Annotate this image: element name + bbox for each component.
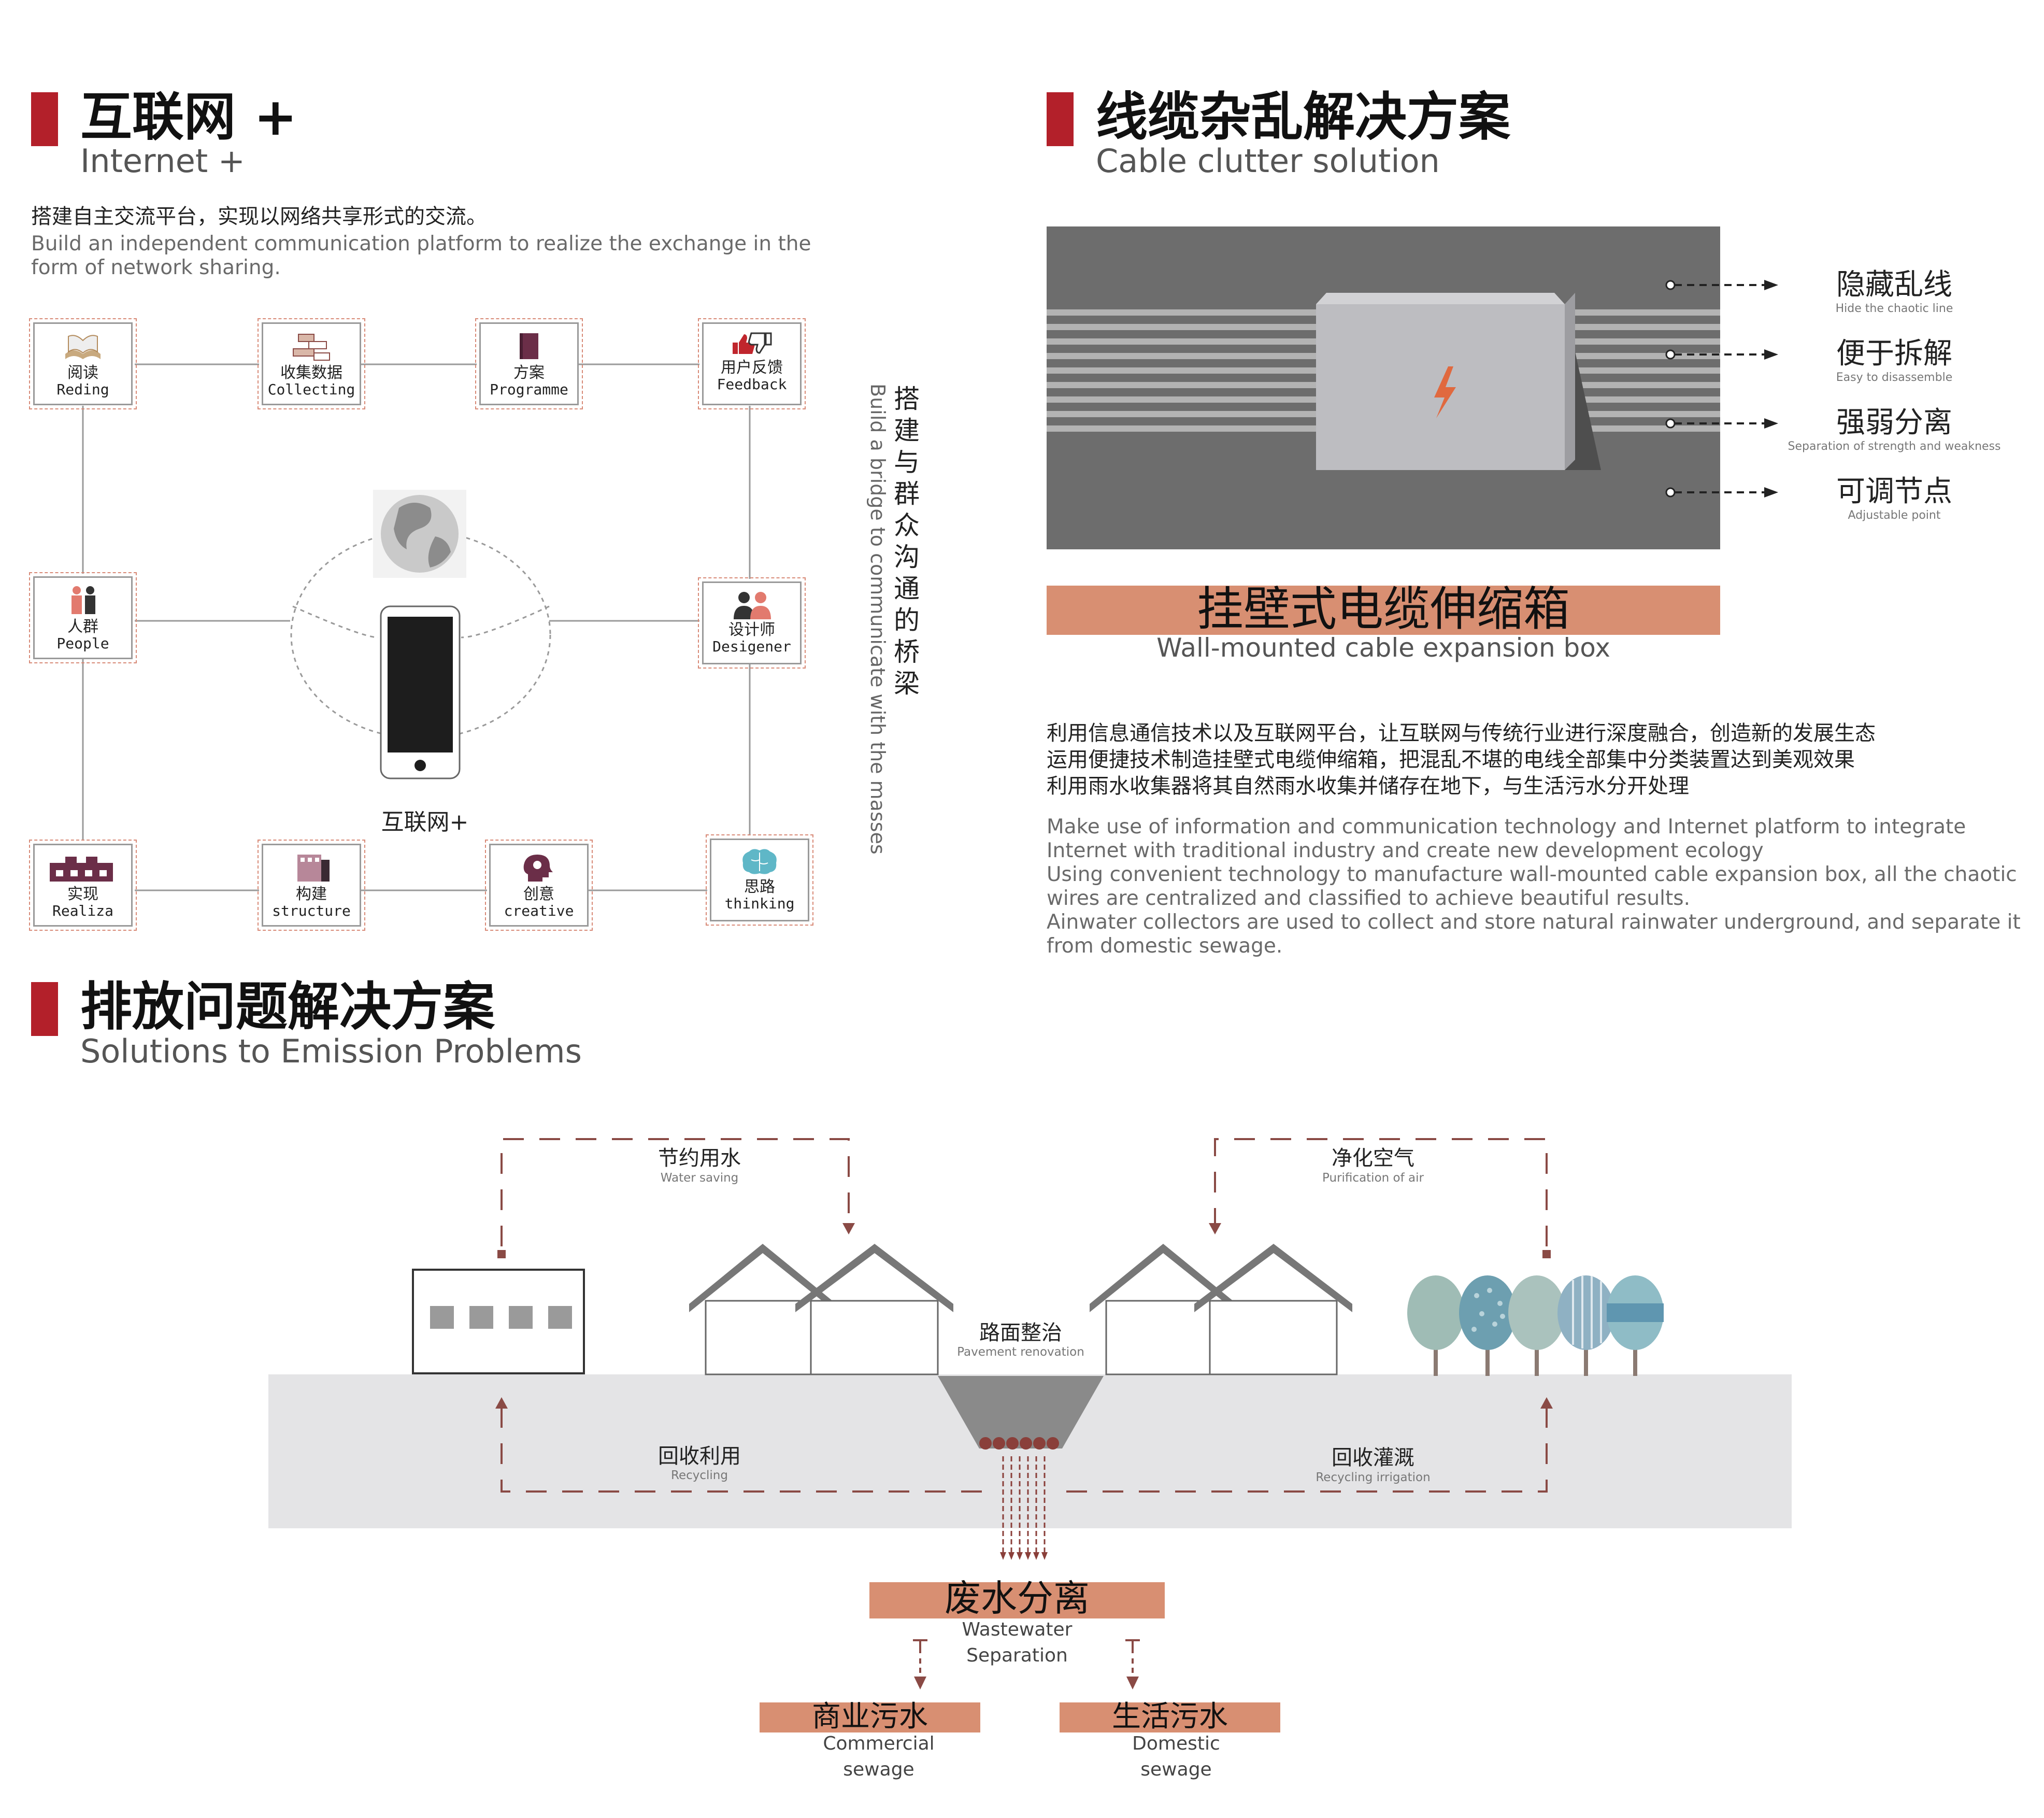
designer-icon — [734, 592, 771, 619]
node-reading: 阅读 Reding — [29, 318, 137, 409]
commercial-zh: 商业污水 — [812, 1700, 928, 1734]
feature-disassemble: 便于拆解 — [1836, 337, 1952, 371]
globe-icon — [373, 490, 466, 578]
factory-icon — [50, 857, 113, 882]
trees — [1407, 1275, 1664, 1376]
houses-right — [1090, 1244, 1352, 1375]
commercial-en-1: Commercial — [823, 1733, 935, 1754]
irrigation-label: 回收灌溉 — [1332, 1446, 1414, 1470]
brain-icon — [742, 849, 777, 874]
feature-adjustable-en: Adjustable point — [1848, 509, 1941, 522]
box-title-zh: 挂壁式电缆伸缩箱 — [1197, 582, 1570, 636]
feature-disassemble-en: Easy to disassemble — [1836, 371, 1953, 384]
purify-air-label: 净化空气 — [1332, 1146, 1414, 1170]
internet-desc-zh: 搭建自主交流平台，实现以网络共享形式的交流。 — [31, 205, 487, 229]
smartphone-icon — [380, 605, 461, 779]
feature-separation: 强弱分离 — [1836, 406, 1952, 439]
head-gear-icon — [523, 855, 553, 882]
feature-hide-lines: 隐藏乱线 — [1836, 268, 1952, 302]
cable-para-en-2: Using convenient technology to manufactu… — [1047, 863, 2017, 911]
node-structure: 构建 structure — [258, 840, 365, 931]
feature-hide-lines-en: Hide the chaotic line — [1835, 302, 1953, 315]
internet-desc-en: Build an independent communication platf… — [31, 232, 811, 280]
pavement-label: 路面整治 — [979, 1321, 1062, 1345]
feature-leaders — [1665, 280, 1778, 498]
building-icon — [297, 855, 330, 882]
separation-banner — [869, 1582, 1165, 1618]
domestic-en-2: sewage — [1140, 1759, 1212, 1780]
open-book-icon — [65, 335, 101, 359]
section-marker — [31, 982, 58, 1036]
section-marker — [31, 92, 58, 146]
domestic-zh: 生活污水 — [1112, 1700, 1228, 1734]
node-collecting: 收集数据 Collecting — [258, 318, 365, 409]
node-creative: 创意 creative — [485, 840, 593, 931]
separation-en-2: Separation — [966, 1645, 1068, 1666]
box-title-banner — [1047, 586, 1720, 635]
emission-subtitle: Solutions to Emission Problems — [80, 1032, 582, 1070]
recycling-label-en: Recycling — [671, 1469, 728, 1482]
internet-subtitle: Internet + — [80, 142, 245, 180]
node-programme: 方案 Programme — [475, 318, 583, 409]
thumbs-up-down-icon — [733, 332, 772, 354]
feature-adjustable: 可调节点 — [1836, 475, 1952, 508]
node-feedback: 用户反馈 Feedback — [698, 318, 806, 409]
cable-box-illustration — [1047, 226, 1720, 549]
water-saving-label: 节约用水 — [658, 1146, 741, 1170]
node-designer: 设计师 Desigener — [698, 577, 806, 669]
cable-para-en-3: Ainwater collectors are used to collect … — [1047, 911, 2021, 958]
cable-para-zh-2: 运用便捷技术制造挂壁式电缆伸缩箱，把混乱不堪的电线全部集中分类装置达到美观效果 — [1047, 748, 1855, 772]
pavement-label-en: Pavement renovation — [957, 1345, 1084, 1359]
feature-separation-en: Separation of strength and weakness — [1788, 440, 2001, 453]
internet-title: 互联网 + — [80, 87, 297, 147]
commercial-banner — [760, 1702, 980, 1732]
cable-para-zh-1: 利用信息通信技术以及互联网平台，让互联网与传统行业进行深度融合，创造新的发展生态 — [1047, 721, 1876, 745]
bridge-zh: 搭建与群众沟通的桥梁 — [894, 384, 920, 699]
cable-para-en-1: Make use of information and communicatio… — [1047, 815, 1966, 863]
separation-en-1: Wastewater — [962, 1619, 1073, 1640]
domestic-en-1: Domestic — [1132, 1733, 1220, 1754]
emission-title: 排放问题解决方案 — [80, 976, 495, 1037]
network-diagram — [82, 363, 751, 891]
houses-left — [689, 1244, 953, 1375]
data-blocks-icon — [293, 334, 330, 361]
separation-zh: 废水分离 — [945, 1577, 1090, 1620]
bridge-en: Build a bridge to communicate with the m… — [866, 384, 889, 855]
emission-diagram — [268, 1138, 1792, 1689]
box-title-en: Wall-mounted cable expansion box — [1156, 633, 1610, 663]
lightning-icon — [1434, 366, 1456, 418]
node-realiza: 实现 Realiza — [29, 840, 137, 931]
center-label: 互联网+ — [381, 809, 469, 835]
folder-book-icon — [520, 333, 538, 359]
node-people: 人群 People — [29, 572, 137, 663]
cable-subtitle: Cable clutter solution — [1096, 142, 1440, 180]
factory-building — [412, 1269, 585, 1374]
cable-title: 线缆杂乱解决方案 — [1096, 87, 1510, 147]
section-marker — [1047, 92, 1074, 146]
purify-air-label-en: Purification of air — [1322, 1171, 1424, 1185]
irrigation-label-en: Recycling irrigation — [1316, 1471, 1431, 1484]
domestic-banner — [1060, 1702, 1280, 1732]
people-icon — [72, 586, 95, 614]
recycling-label: 回收利用 — [658, 1444, 741, 1468]
water-saving-label-en: Water saving — [660, 1171, 739, 1185]
node-thinking: 思路 thinking — [706, 834, 813, 926]
drain-funnel — [938, 1376, 1104, 1448]
cable-para-zh-3: 利用雨水收集器将其自然雨水收集并储存在地下，与生活污水分开处理 — [1047, 774, 1689, 798]
commercial-en-2: sewage — [843, 1759, 914, 1780]
